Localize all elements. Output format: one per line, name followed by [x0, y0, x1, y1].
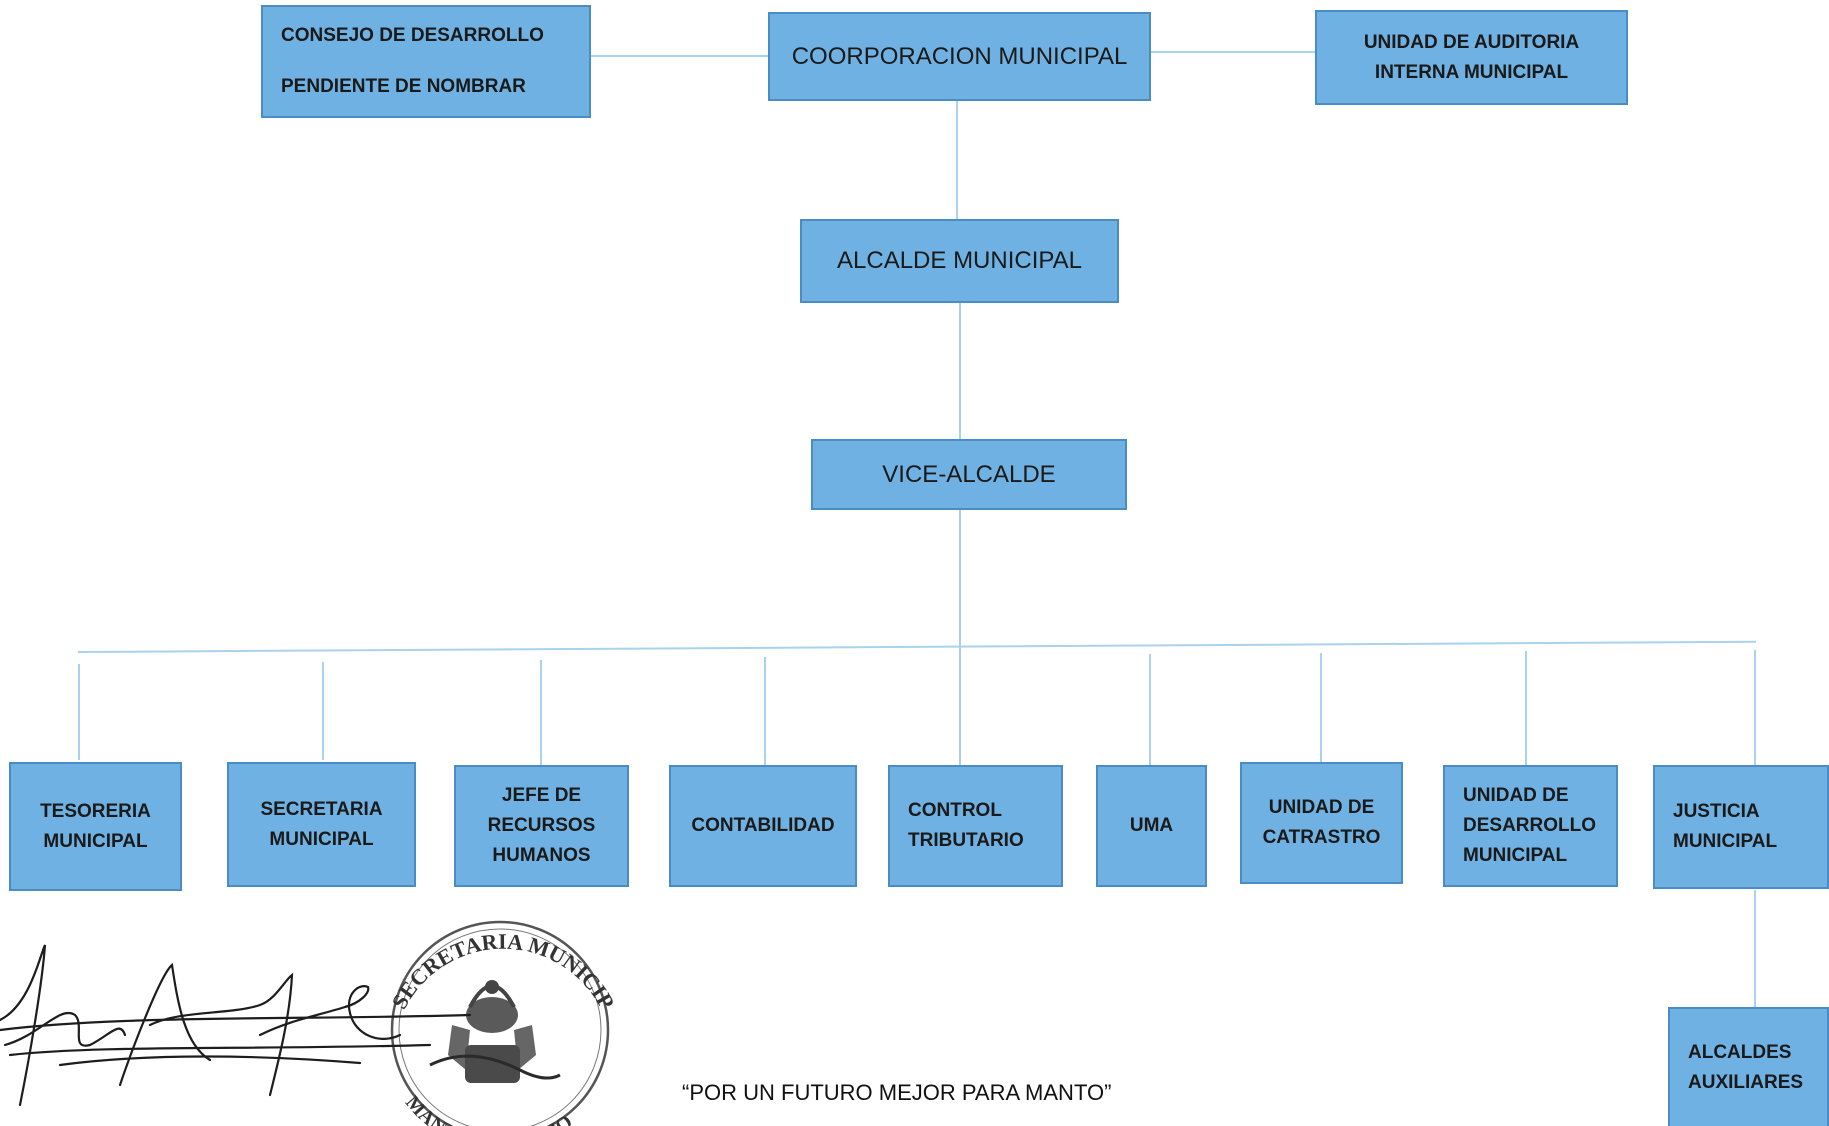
box-contabilidad-line-1: CONTABILIDAD — [691, 815, 835, 836]
box-justicia-municipal: JUSTICIA MUNICIPAL — [1653, 765, 1829, 889]
box-unidad-catastro: UNIDAD DE CATRASTRO — [1240, 762, 1403, 884]
connector-consejo-coorporacion — [590, 55, 768, 57]
box-auditoria-line-2: INTERNA MUNICIPAL — [1374, 61, 1569, 83]
svg-text:SECRETARIA MUNICIPAL: SECRETARIA MUNICIPAL — [0, 895, 619, 1013]
box-recursos-line-3: HUMANOS — [492, 845, 591, 866]
box-secretaria-line-2: MUNICIPAL — [269, 828, 374, 850]
box-desarrollo-line-1: UNIDAD DE — [1463, 785, 1569, 806]
box-control-line-2: TRIBUTARIO — [908, 830, 1024, 851]
box-catastro-line-1: UNIDAD DE — [1268, 797, 1375, 818]
box-secretaria-municipal: SECRETARIA MUNICIPAL — [227, 762, 416, 887]
box-alcalde-municipal: ALCALDE MUNICIPAL — [800, 219, 1119, 303]
box-recursos-line-2: RECURSOS — [487, 815, 596, 836]
connector-uma — [1149, 654, 1151, 767]
box-recursos-line-1: JEFE DE — [501, 785, 582, 806]
connector-vicealcalde-bus — [959, 509, 961, 665]
connector-desarrollo — [1525, 651, 1527, 767]
connector-coorporacion-alcalde — [956, 100, 958, 220]
box-control-tributario: CONTROL TRIBUTARIO — [888, 765, 1063, 887]
box-uma-line-1: UMA — [1129, 815, 1174, 836]
connector-justicia-auxiliares — [1754, 890, 1756, 1008]
box-auditoria-interna: UNIDAD DE AUDITORIA INTERNA MUNICIPAL — [1315, 10, 1628, 105]
box-alcalde-line-1: ALCALDE MUNICIPAL — [837, 247, 1082, 274]
seal-bottom-text: MANTO, OLANCHO — [401, 1091, 577, 1126]
box-coorporacion-municipal: COORPORACION MUNICIPAL — [768, 12, 1151, 101]
box-recursos-humanos: JEFE DE RECURSOS HUMANOS — [454, 765, 629, 887]
box-tesoreria-line-2: MUNICIPAL — [43, 830, 148, 852]
connector-recursos — [540, 660, 542, 767]
box-contabilidad: CONTABILIDAD — [669, 765, 857, 887]
connector-tesoreria — [78, 664, 80, 760]
box-vicealcalde-line-1: VICE-ALCALDE — [882, 460, 1056, 488]
box-consejo-line-2: PENDIENTE DE NOMBRAR — [281, 75, 526, 97]
connector-secretaria — [322, 662, 324, 760]
connector-catastro — [1320, 653, 1322, 765]
box-justicia-line-2: MUNICIPAL — [1673, 831, 1778, 852]
box-control-line-1: CONTROL — [908, 800, 1002, 821]
seal-emblem-icon — [429, 980, 561, 1083]
box-consejo-desarrollo: CONSEJO DE DESARROLLO PENDIENTE DE NOMBR… — [261, 5, 591, 118]
connector-contabilidad — [764, 657, 766, 767]
connector-alcalde-vicealcalde — [959, 302, 961, 440]
handwritten-signature — [0, 944, 472, 1107]
svg-text:MANTO, OLANCHO: MANTO, OLANCHO — [401, 1091, 577, 1126]
box-secretaria-line-1: SECRETARIA — [260, 798, 383, 820]
box-vice-alcalde: VICE-ALCALDE — [811, 439, 1127, 510]
box-alcaldes-auxiliares: ALCALDES AUXILIARES — [1668, 1007, 1829, 1126]
box-unidad-desarrollo-municipal: UNIDAD DE DESARROLLO MUNICIPAL — [1443, 765, 1618, 887]
box-auxiliares-line-2: AUXILIARES — [1688, 1071, 1804, 1093]
box-auditoria-line-1: UNIDAD DE AUDITORIA — [1363, 31, 1580, 53]
box-justicia-line-1: JUSTICIA — [1673, 801, 1760, 822]
box-desarrollo-line-2: DESARROLLO — [1463, 815, 1596, 836]
connector-control — [959, 656, 961, 767]
connector-justicia — [1754, 650, 1756, 767]
box-catastro-line-2: CATRASTRO — [1262, 827, 1381, 848]
box-tesoreria-line-1: TESORERIA — [40, 800, 151, 822]
connector-horizontal-bus — [78, 640, 1756, 653]
box-tesoreria-municipal: TESORERIA MUNICIPAL — [9, 762, 182, 891]
signature-and-seal: SECRETARIA MUNICIPAL MANTO, OLANCHO — [0, 895, 619, 1126]
box-consejo-line-1: CONSEJO DE DESARROLLO — [281, 25, 544, 47]
box-coorporacion-line-1: COORPORACION MUNICIPAL — [791, 42, 1128, 70]
seal-top-text: SECRETARIA MUNICIPAL — [0, 895, 619, 1013]
official-seal: SECRETARIA MUNICIPAL MANTO, OLANCHO — [0, 895, 619, 1126]
box-uma: UMA — [1096, 765, 1207, 887]
connector-coorporacion-auditoria — [1150, 51, 1316, 53]
box-desarrollo-line-3: MUNICIPAL — [1463, 845, 1568, 866]
box-auxiliares-line-1: ALCALDES — [1688, 1041, 1792, 1063]
motto-text: “POR UN FUTURO MEJOR PARA MANTO” — [682, 1080, 1112, 1105]
